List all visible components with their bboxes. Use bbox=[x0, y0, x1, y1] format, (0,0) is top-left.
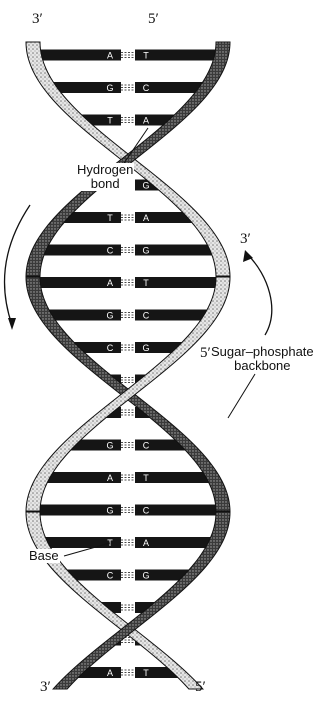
base-letter: T bbox=[143, 473, 149, 483]
base-letter: G bbox=[106, 311, 113, 321]
label-base: Base bbox=[28, 549, 60, 563]
base-letter: A bbox=[107, 278, 113, 288]
base-letter: G bbox=[106, 506, 113, 516]
base-pair: GC bbox=[33, 505, 223, 516]
base-letter: T bbox=[107, 213, 113, 223]
base-letter: T bbox=[143, 668, 149, 678]
base-letter: T bbox=[107, 538, 113, 548]
base-letter: C bbox=[107, 343, 114, 353]
base-letter: C bbox=[143, 441, 150, 451]
base-letter: G bbox=[106, 83, 113, 93]
base-letter: G bbox=[106, 441, 113, 451]
label-sugar-phosphate-backbone: Sugar–phosphate backbone bbox=[210, 345, 315, 373]
base-letter: C bbox=[143, 311, 150, 321]
strand-a-segment bbox=[26, 42, 230, 276]
base-letter: A bbox=[107, 668, 113, 678]
end-label-bottom-left: 3′ bbox=[40, 680, 51, 695]
label-sugar-line1: Sugar–phosphate bbox=[211, 345, 314, 359]
arrow-up-right-head bbox=[243, 250, 253, 262]
label-hydrogen-bond: Hydrogen bond bbox=[76, 163, 134, 191]
sugar-leader bbox=[228, 374, 255, 418]
base-letter: T bbox=[143, 278, 149, 288]
end-label-arrow-up: 3′ bbox=[240, 232, 251, 247]
arrow-up-right bbox=[248, 255, 272, 335]
end-label-top-right: 5′ bbox=[148, 12, 159, 27]
label-hydrogen-line2: bond bbox=[77, 177, 133, 191]
label-hydrogen-line1: Hydrogen bbox=[77, 163, 133, 177]
end-label-top-left: 3′ bbox=[32, 12, 43, 27]
label-sugar-line2: backbone bbox=[211, 359, 314, 373]
sugar-phosphate-strands bbox=[26, 42, 230, 689]
base-letter: G bbox=[142, 343, 149, 353]
base-letter: A bbox=[143, 538, 149, 548]
base-letter: C bbox=[143, 506, 150, 516]
base-pairs: ATGCTACGTACGATGCCGGCATGCTACGAT bbox=[33, 50, 223, 679]
base-letter: G bbox=[142, 246, 149, 256]
base-letter: A bbox=[143, 116, 149, 126]
base-letter: C bbox=[107, 571, 114, 581]
arrow-down-left-head bbox=[8, 318, 16, 330]
base-letter: C bbox=[143, 83, 150, 93]
arrow-down-left bbox=[5, 205, 30, 325]
base-letter: C bbox=[107, 246, 114, 256]
base-letter: A bbox=[107, 51, 113, 61]
base-letter: T bbox=[143, 51, 149, 61]
base-letter: A bbox=[143, 213, 149, 223]
end-label-bottom-right: 5′ bbox=[195, 680, 206, 695]
base-letter: G bbox=[142, 571, 149, 581]
base-pair: TA bbox=[80, 115, 176, 126]
base-letter: A bbox=[107, 473, 113, 483]
base-letter: T bbox=[107, 116, 113, 126]
